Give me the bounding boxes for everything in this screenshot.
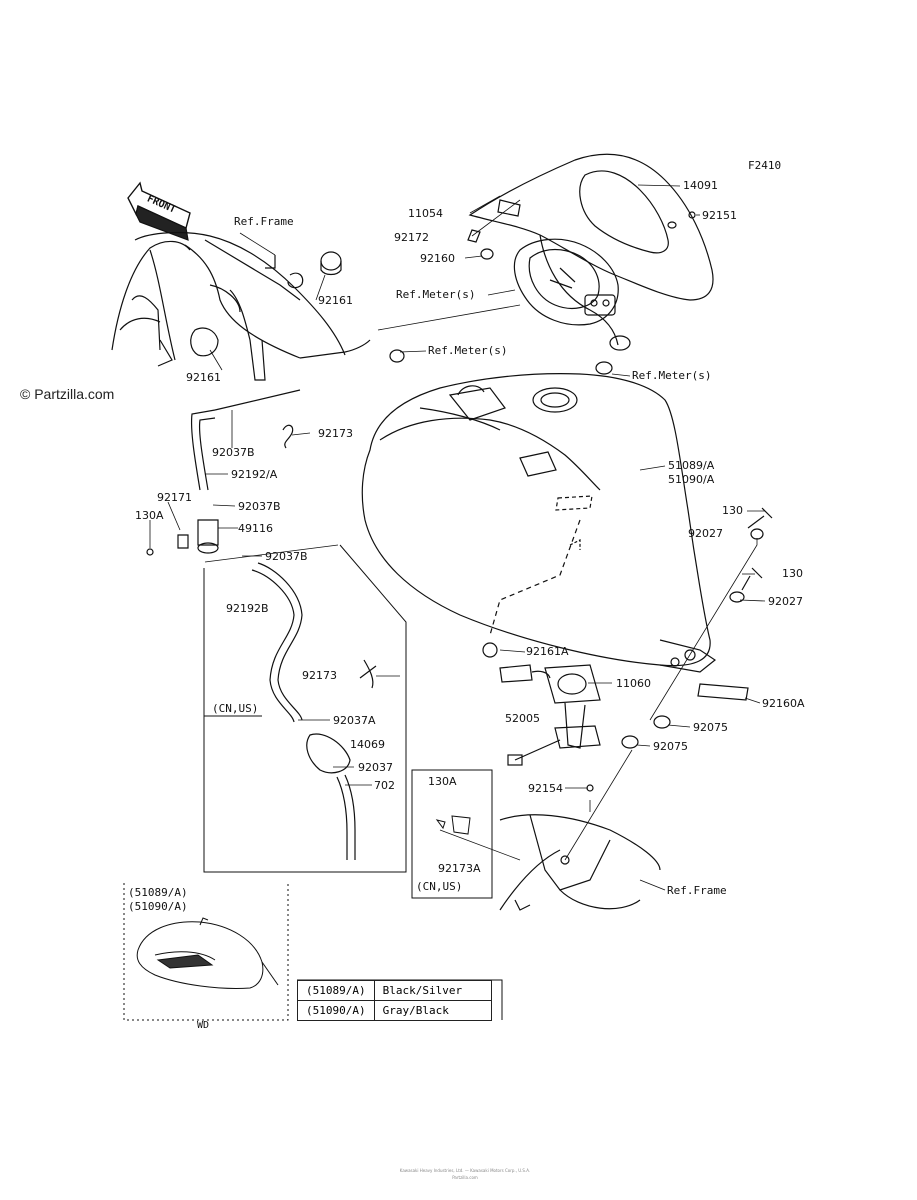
fuel-pump-illustration (482, 642, 601, 792)
figure-code: F2410 (748, 159, 782, 172)
part-label-92161A: 92161A (526, 645, 569, 658)
part-label-51090A: 51090/A (668, 473, 715, 486)
inset-label-51090A: (51090/A) (128, 900, 188, 913)
part-label-92161-b: 92161 (186, 371, 221, 384)
part-label-92172: 92172 (394, 231, 429, 244)
ref-frame-top-label: Ref.Frame (234, 215, 294, 228)
footer-line-2: Partzilla.com (452, 1175, 478, 1180)
color-code-cell: (51089/A) (297, 980, 375, 1001)
part-label-51089A: 51089/A (668, 459, 715, 472)
ref-meter-label-1: Ref.Meter(s) (396, 288, 476, 301)
meter-cover-illustration (468, 153, 714, 351)
inset-label-51089A: (51089/A) (128, 886, 188, 899)
part-label-130A-2: 130A (428, 775, 457, 788)
inset-label-wd: WD (197, 1020, 210, 1031)
part-label-92160A: 92160A (762, 697, 805, 710)
cn-us-label-2: (CN,US) (416, 880, 463, 893)
inset-tank-variant (123, 883, 289, 1021)
inset-box-130A (411, 769, 521, 899)
leader-lines (149, 184, 766, 891)
part-label-92171: 92171 (157, 491, 192, 504)
ref-frame-bottom-label: Ref.Frame (667, 884, 727, 897)
part-label-49116: 49116 (238, 522, 273, 535)
cn-us-bracket (203, 544, 407, 873)
cn-us-label-1: (CN,US) (212, 702, 259, 715)
ref-meter-label-2: Ref.Meter(s) (428, 344, 508, 357)
color-name-cell: Black/Silver (373, 980, 492, 1001)
part-label-52005: 52005 (505, 712, 540, 725)
part-label-14069: 14069 (350, 738, 385, 751)
part-label-92160: 92160 (420, 252, 455, 265)
part-label-92173A: 92173A (438, 862, 481, 875)
part-label-11060: 11060 (616, 677, 651, 690)
part-label-14091: 14091 (683, 179, 718, 192)
color-table: (51089/A) Black/Silver (51090/A) Gray/Bl… (297, 980, 492, 1021)
color-name-cell: Gray/Black (373, 1000, 492, 1021)
hose-group-illustration (146, 389, 377, 860)
part-label-92037B-3: 92037B (265, 550, 308, 563)
part-label-92192A: 92192/A (231, 468, 278, 481)
part-label-92151: 92151 (702, 209, 737, 222)
part-label-92037B-2: 92037B (238, 500, 281, 513)
part-label-92075-2: 92075 (653, 740, 688, 753)
ref-meter-label-3: Ref.Meter(s) (632, 369, 712, 382)
watermark: © Partzilla.com (20, 386, 115, 402)
part-label-92192B: 92192B (226, 602, 269, 615)
part-label-92173-1: 92173 (318, 427, 353, 440)
part-label-11054: 11054 (408, 207, 443, 220)
part-label-702: 702 (374, 779, 395, 792)
part-label-130-1: 130 (722, 504, 743, 517)
part-label-92154: 92154 (528, 782, 563, 795)
part-label-130A-1: 130A (135, 509, 164, 522)
meter-illustration (513, 238, 619, 326)
part-label-92161-a: 92161 (318, 294, 353, 307)
part-label-92037B-1: 92037B (212, 446, 255, 459)
footer-line-1: Kawasaki Heavy Industries, Ltd. — Kawasa… (399, 1168, 531, 1173)
meter-small-parts (389, 211, 696, 375)
fuel-tank-illustration (361, 373, 717, 673)
part-label-92027-1: 92027 (688, 527, 723, 540)
front-arrow-icon (127, 181, 191, 241)
right-hardware-illustration (621, 507, 773, 749)
part-label-92075-1: 92075 (693, 721, 728, 734)
part-label-92027-2: 92027 (768, 595, 803, 608)
table-row: (51089/A) Black/Silver (297, 980, 492, 1001)
part-label-92173-2: 92173 (302, 669, 337, 682)
part-label-92037A: 92037A (333, 714, 376, 727)
part-label-92037: 92037 (358, 761, 393, 774)
frame-lower-illustration (499, 814, 661, 911)
part-label-130-2: 130 (782, 567, 803, 580)
table-row: (51090/A) Gray/Black (297, 1000, 492, 1021)
color-code-cell: (51090/A) (297, 1000, 375, 1021)
